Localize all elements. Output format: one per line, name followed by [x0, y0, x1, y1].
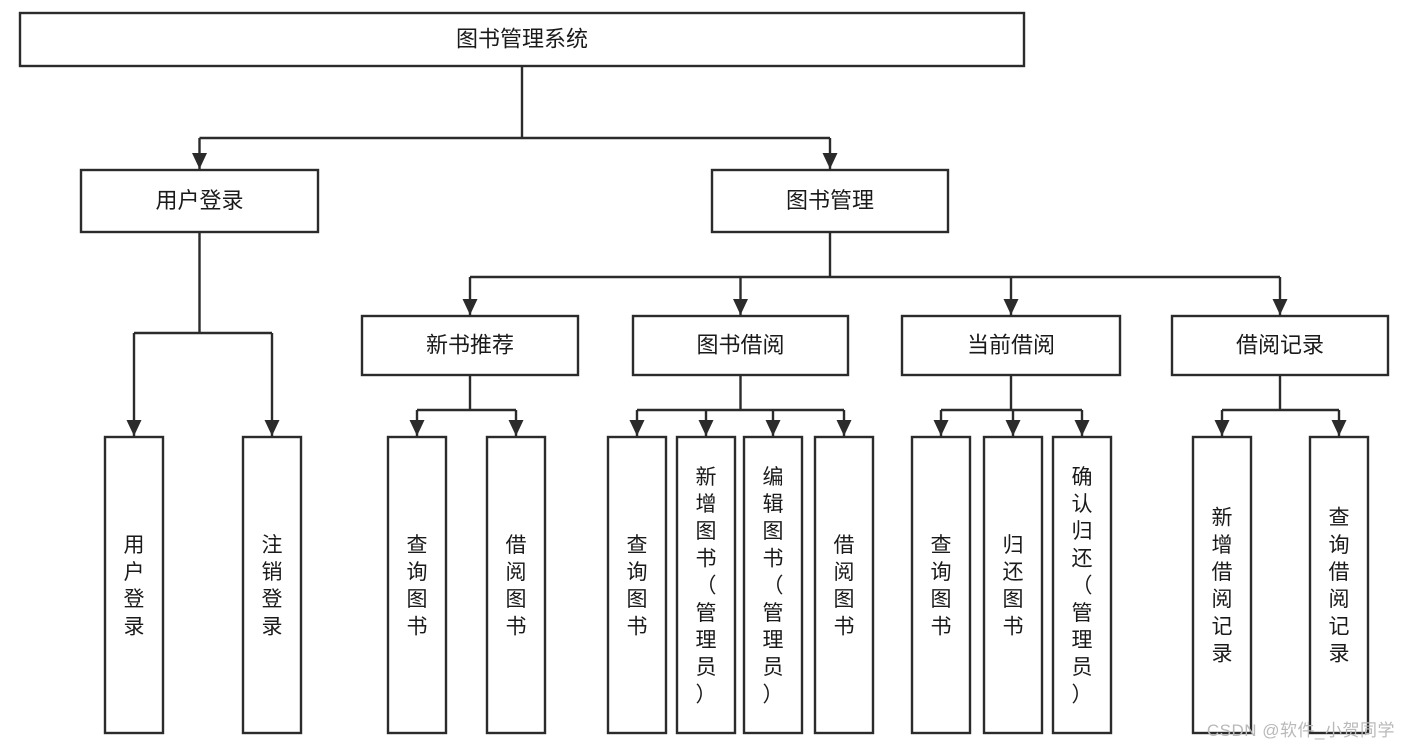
- node-label-root: 图书管理系统: [456, 26, 588, 51]
- arrow-head-icon: [698, 420, 714, 436]
- arrow-head-icon: [733, 299, 748, 315]
- node-box-book-borrow: [631, 314, 850, 377]
- node-leaf-bb-edit[interactable]: 编辑图书（管理员）: [742, 435, 804, 735]
- node-label-leaf-rec-borrow: 借阅图书: [506, 534, 527, 639]
- node-box-book-manage: [710, 168, 950, 234]
- node-box-leaf-bb-add: [675, 435, 737, 735]
- arrow-head-icon: [192, 153, 207, 169]
- node-label-leaf-cb-confirm: 确认归还（管理员）: [1072, 466, 1093, 707]
- node-box-borrow-record: [1170, 314, 1390, 377]
- node-book-borrow[interactable]: 图书借阅: [631, 314, 850, 377]
- node-box-leaf-br-add: [1191, 435, 1253, 735]
- node-root[interactable]: 图书管理系统: [18, 11, 1026, 68]
- arrow-head-icon: [1074, 420, 1090, 436]
- node-leaf-bb-add[interactable]: 新增图书（管理员）: [675, 435, 737, 735]
- node-borrow-record[interactable]: 借阅记录: [1170, 314, 1390, 377]
- node-label-leaf-br-add: 新增借阅记录: [1212, 507, 1233, 666]
- node-label-current-borrow: 当前借阅: [967, 332, 1055, 357]
- node-box-root: [18, 11, 1026, 68]
- node-box-leaf-bb-edit: [742, 435, 804, 735]
- node-label-leaf-user-login: 用户登录: [124, 534, 145, 639]
- arrow-head-icon: [264, 420, 280, 436]
- node-layer: 图书管理系统用户登录图书管理新书推荐图书借阅当前借阅借阅记录用户登录注销登录查询…: [18, 11, 1390, 735]
- node-leaf-rec-query[interactable]: 查询图书: [386, 435, 448, 735]
- arrow-head-icon: [1214, 420, 1230, 436]
- node-label-borrow-record: 借阅记录: [1236, 332, 1324, 357]
- arrow-head-icon: [462, 299, 478, 315]
- node-label-leaf-user-logout: 注销登录: [262, 534, 283, 639]
- node-box-leaf-br-query: [1308, 435, 1370, 735]
- node-user-login[interactable]: 用户登录: [79, 168, 320, 234]
- node-box-leaf-cb-return: [982, 435, 1044, 735]
- arrow-head-icon: [933, 420, 949, 436]
- node-leaf-cb-confirm[interactable]: 确认归还（管理员）: [1051, 435, 1113, 735]
- node-leaf-br-add[interactable]: 新增借阅记录: [1191, 435, 1253, 735]
- node-label-leaf-bb-edit: 编辑图书（管理员）: [763, 466, 784, 707]
- node-box-leaf-rec-query: [386, 435, 448, 735]
- node-label-leaf-bb-query: 查询图书: [627, 534, 648, 639]
- node-leaf-br-query[interactable]: 查询借阅记录: [1308, 435, 1370, 735]
- node-box-current-borrow: [900, 314, 1122, 377]
- arrow-head-icon: [1331, 420, 1347, 436]
- arrow-head-icon: [126, 420, 142, 436]
- connector-layer: [126, 66, 1347, 436]
- node-leaf-rec-borrow[interactable]: 借阅图书: [485, 435, 547, 735]
- node-leaf-user-login[interactable]: 用户登录: [103, 435, 165, 735]
- arrow-head-icon: [1003, 299, 1019, 315]
- node-new-book-rec[interactable]: 新书推荐: [360, 314, 580, 377]
- node-label-leaf-br-query: 查询借阅记录: [1329, 507, 1350, 666]
- arrow-head-icon: [1005, 420, 1021, 436]
- arrow-head-icon: [1272, 299, 1288, 315]
- node-box-user-login: [79, 168, 320, 234]
- node-label-book-borrow: 图书借阅: [696, 332, 784, 357]
- node-box-leaf-cb-query: [910, 435, 972, 735]
- node-leaf-bb-query[interactable]: 查询图书: [606, 435, 668, 735]
- node-box-leaf-cb-confirm: [1051, 435, 1113, 735]
- node-leaf-cb-query[interactable]: 查询图书: [910, 435, 972, 735]
- arrow-head-icon: [629, 420, 645, 436]
- node-label-user-login: 用户登录: [155, 188, 243, 213]
- arrow-head-icon: [836, 420, 852, 436]
- node-box-leaf-user-login: [103, 435, 165, 735]
- node-label-leaf-bb-add: 新增图书（管理员）: [696, 466, 717, 707]
- node-label-leaf-rec-query: 查询图书: [407, 534, 428, 639]
- node-leaf-bb-borrow[interactable]: 借阅图书: [813, 435, 875, 735]
- arrow-head-icon: [508, 420, 524, 436]
- node-box-leaf-bb-query: [606, 435, 668, 735]
- node-box-leaf-user-logout: [241, 435, 303, 735]
- node-current-borrow[interactable]: 当前借阅: [900, 314, 1122, 377]
- node-label-book-manage: 图书管理: [786, 188, 874, 213]
- node-leaf-user-logout[interactable]: 注销登录: [241, 435, 303, 735]
- node-leaf-cb-return[interactable]: 归还图书: [982, 435, 1044, 735]
- node-box-leaf-bb-borrow: [813, 435, 875, 735]
- node-label-leaf-cb-return: 归还图书: [1003, 534, 1024, 639]
- arrow-head-icon: [765, 420, 781, 436]
- node-label-new-book-rec: 新书推荐: [426, 332, 514, 357]
- node-box-leaf-rec-borrow: [485, 435, 547, 735]
- node-book-manage[interactable]: 图书管理: [710, 168, 950, 234]
- node-box-new-book-rec: [360, 314, 580, 377]
- node-label-leaf-bb-borrow: 借阅图书: [834, 534, 855, 639]
- arrow-head-icon: [822, 153, 838, 169]
- node-label-leaf-cb-query: 查询图书: [931, 534, 952, 639]
- arrow-head-icon: [409, 420, 425, 436]
